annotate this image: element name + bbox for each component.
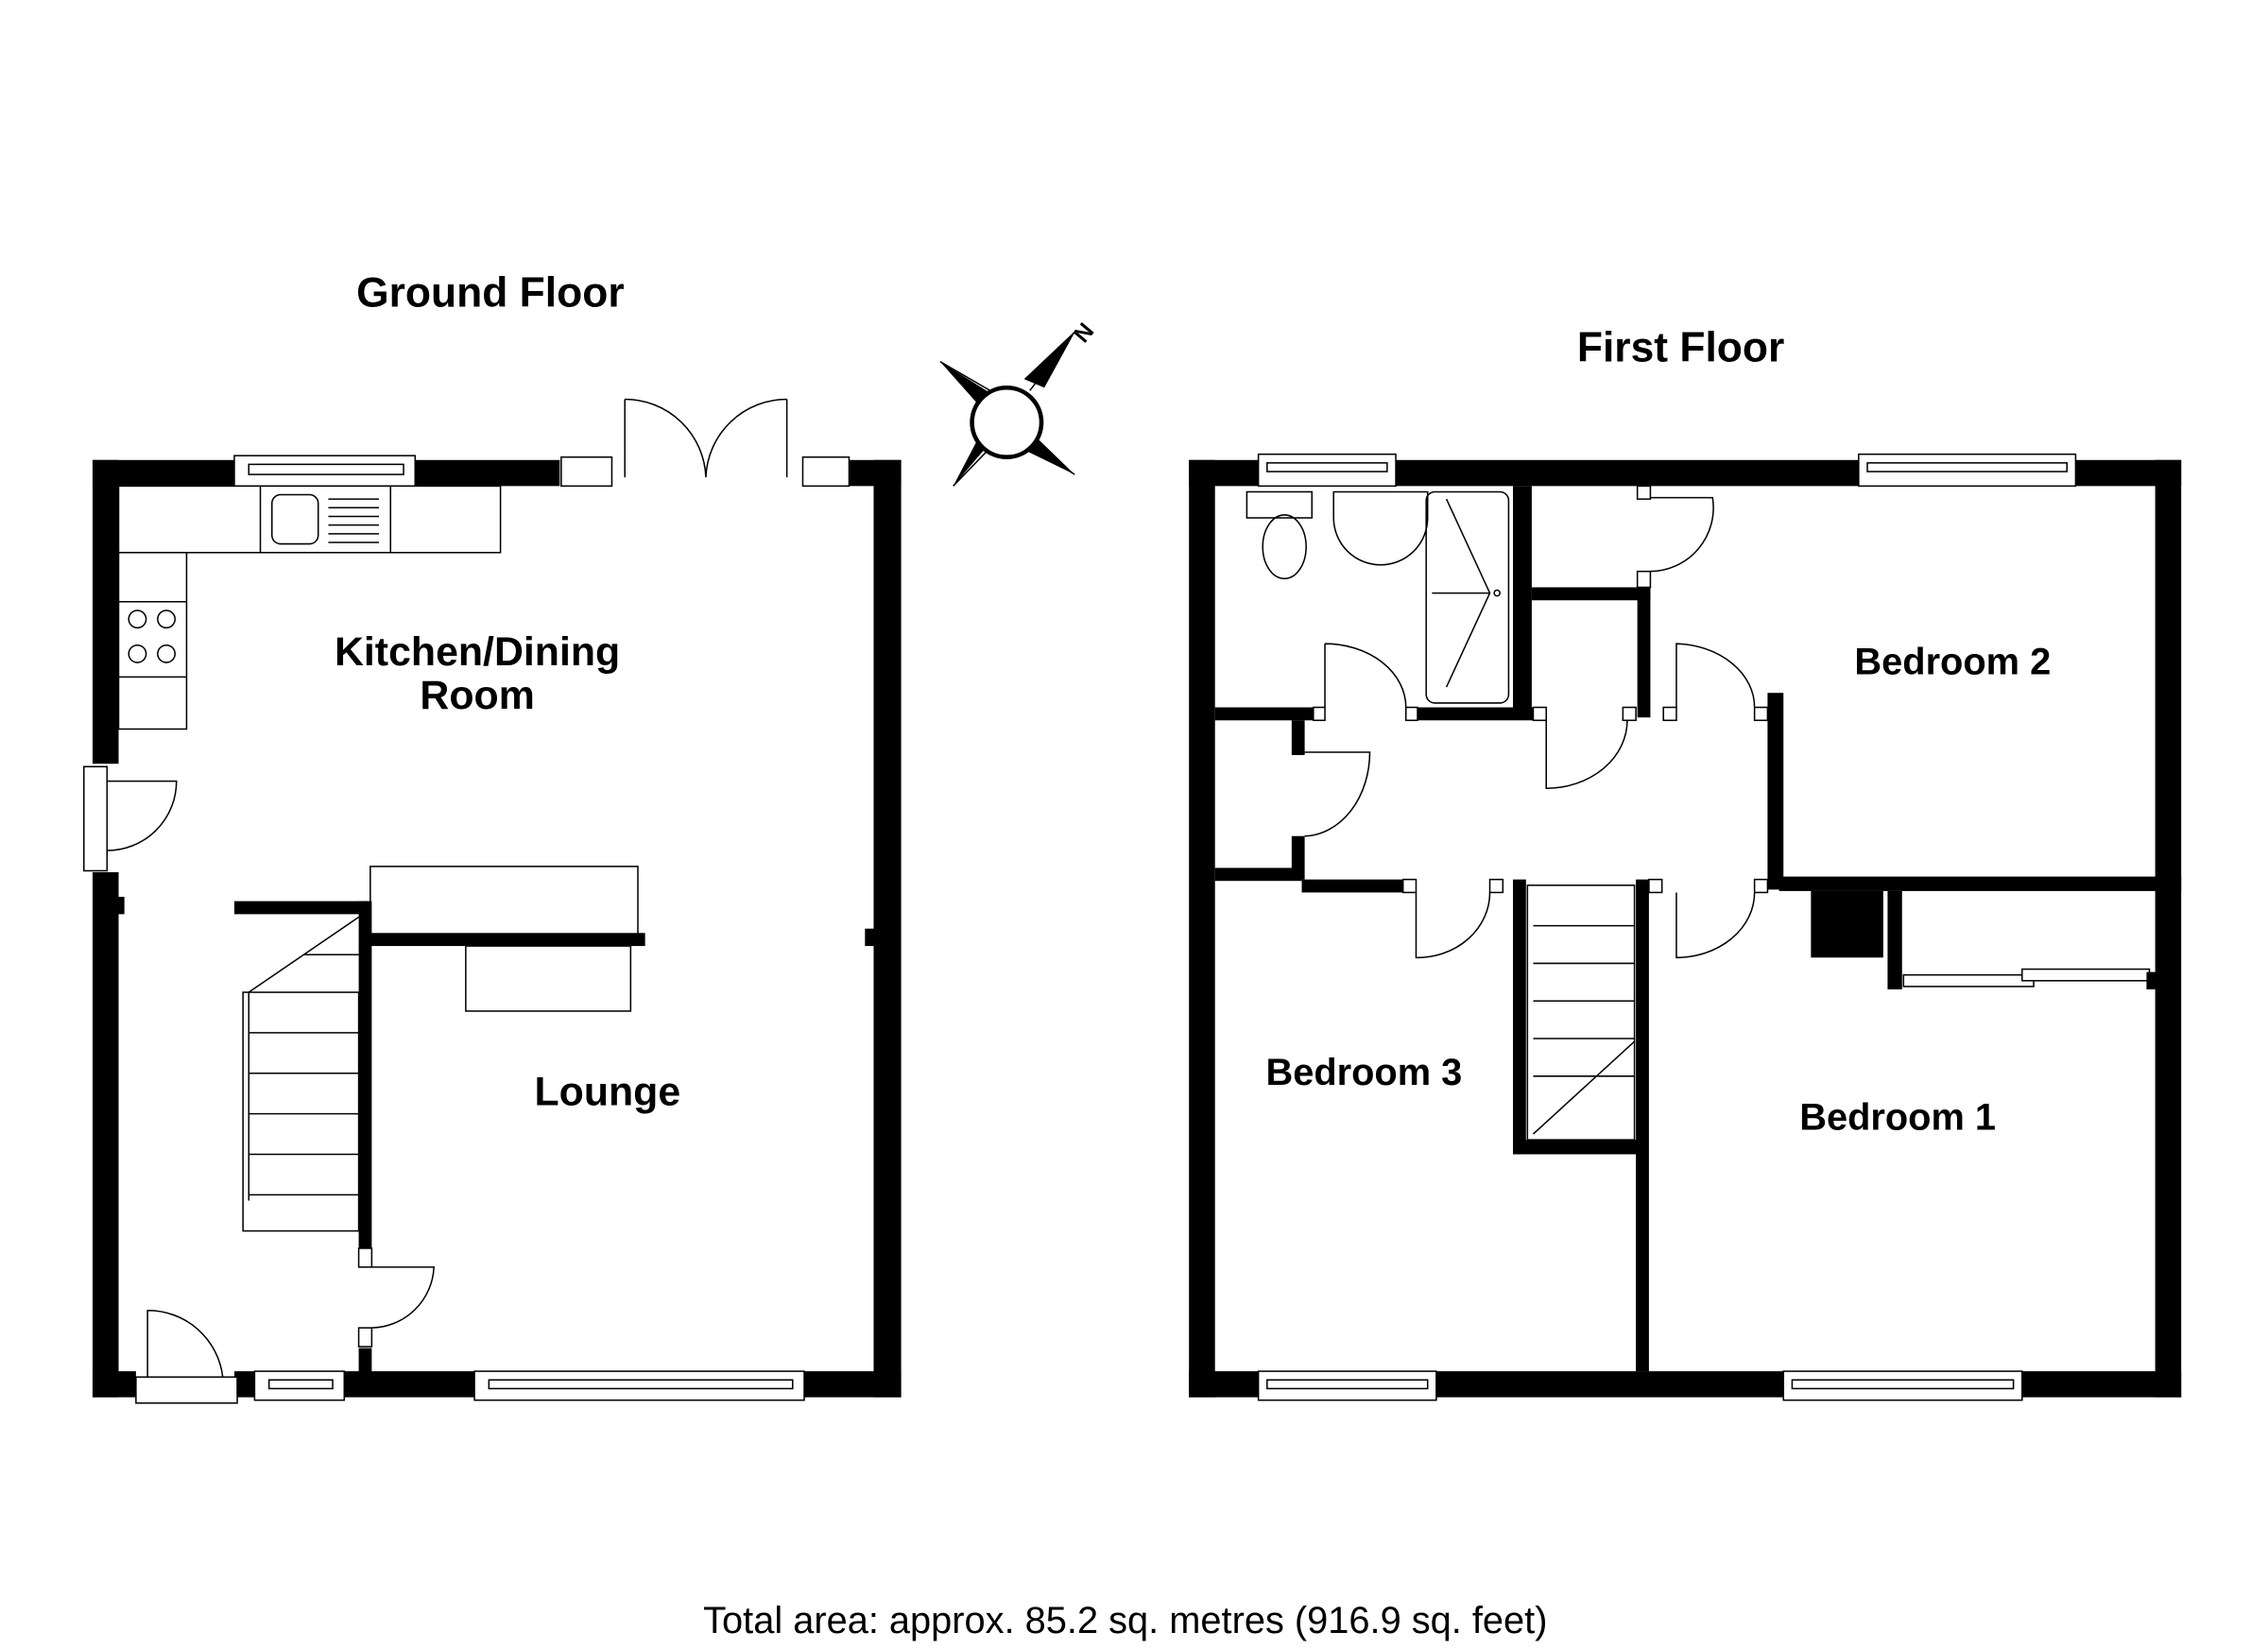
ground-stairs [242, 916, 360, 1232]
ground-floor-title: Ground Floor [356, 270, 624, 317]
total-area-caption: Total area: approx. 85.2 sq. metres (916… [703, 1600, 1547, 1641]
room-label-lounge: Lounge [535, 1069, 681, 1114]
room-label-bedroom-1: Bedroom 1 [1799, 1096, 1996, 1138]
first-floor-title: First Floor [1577, 325, 1784, 371]
first-floor-plan: Bedroom 2 Bedroom 3 Bedroom 1 [1189, 453, 2182, 1401]
hob-icon [128, 610, 176, 663]
room-label-bedroom-3: Bedroom 3 [1265, 1052, 1462, 1093]
compass-icon: N [939, 318, 1099, 487]
ground-floor-plan: Kitchen/Dining Room Lounge [83, 398, 902, 1404]
room-label-bedroom-2: Bedroom 2 [1854, 641, 2051, 682]
room-label-kitchen-dining: Kitchen/Dining [335, 629, 620, 675]
room-label-kitchen-dining-line2: Room [420, 673, 534, 718]
compass-north-label: N [1069, 318, 1099, 348]
first-floor-stairs [1526, 885, 1636, 1141]
